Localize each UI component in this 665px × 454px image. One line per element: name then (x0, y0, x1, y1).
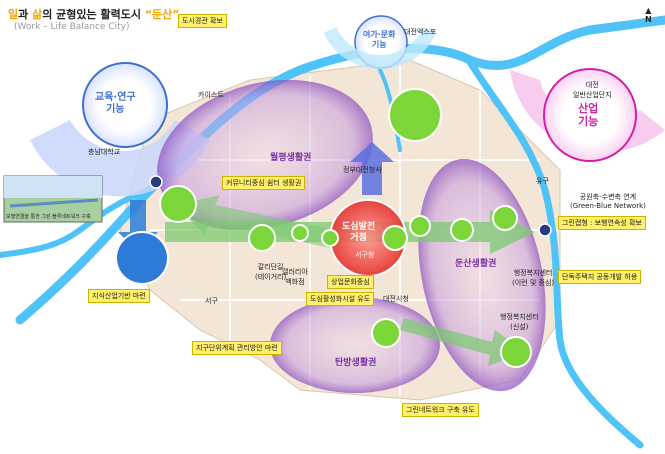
label-urban-infra: 도심활성화시설 유도 (306, 292, 375, 306)
north-icon: ▲N (645, 6, 652, 24)
north-label: N (645, 15, 652, 24)
blue-arrow (350, 142, 394, 195)
page-subtitle: (Work – Life Balance City) (14, 22, 130, 32)
zone-tanbang (270, 297, 440, 393)
leisure-arc (323, 26, 437, 70)
river-main (15, 15, 665, 325)
place-daejeon-cityhall: 대전시청 (383, 295, 409, 303)
green-nodes (159, 88, 532, 368)
title-prefix-1: 일 (8, 8, 19, 21)
label-single-housing: 단독주택지 공동개발 허용 (558, 270, 642, 284)
nav-dot-west (149, 175, 163, 189)
page-title: 일과 삶의 균형있는 활력도시 “둔산” (8, 6, 179, 22)
title-highlight: “둔산” (144, 8, 180, 21)
place-chungnam-univ: 충남대학교 (88, 148, 121, 156)
title-prefix-2: 삶 (32, 8, 43, 21)
green-arrow-se (400, 318, 525, 366)
place-yugu: 유구 (536, 177, 549, 185)
education-circle (82, 62, 168, 148)
zone-label-wolpyeong: 월평생활권 (270, 153, 312, 163)
label-green-cap: 그린캡형 : 보행연속성 확보 (558, 216, 646, 230)
river-west (0, 187, 153, 258)
place-admin-center-1: 행정복지센터 (이런 및 중심) (512, 269, 555, 287)
place-seogu: 서구 (205, 297, 218, 305)
core-label: 도심발전 거점 (342, 222, 376, 243)
river-east (466, 58, 644, 449)
place-daejeon-expo: 대전엑스포 (404, 28, 437, 36)
zone-label-tanbang: 탄방생활권 (335, 358, 377, 368)
place-government: 정부대전청사 (343, 166, 382, 174)
label-district-plan: 지구단위계획 관리방안 마련 (192, 341, 282, 355)
industry-circle (543, 68, 637, 162)
place-gallery: 갤러리아 백화점 (282, 268, 308, 286)
place-admin-center-2: 행정복지센터 (신설) (500, 313, 539, 331)
label-green-network-guide: 그린네트워크 구축 유도 (402, 403, 479, 417)
label-knowledge: 지식산업기반 마련 (88, 289, 150, 303)
zone-label-dunsan: 둔산생활권 (455, 259, 497, 269)
place-daejeon-industrial: 대전 일반산업단지 (573, 81, 612, 99)
education-function-label: 교육·연구 기능 (95, 92, 136, 115)
core-sub-label: 서구청 (355, 251, 375, 259)
label-commerce: 상업문화중심 (327, 275, 374, 289)
label-landscape: 도시경관 확보 (178, 14, 227, 28)
title-text-1: 과 (18, 8, 33, 21)
blue-node (115, 231, 169, 285)
place-galli: 갈리단길 (테이거리) (255, 263, 287, 281)
zone-wolpyeong (157, 79, 373, 231)
leisure-function-label: 여가·문화 기능 (363, 30, 396, 49)
industry-function-label: 산업 기능 (578, 102, 599, 128)
nav-dot-east (538, 223, 552, 237)
place-kaist: 카이스트 (198, 91, 224, 99)
title-text-2: 의 균형있는 활력도시 (42, 8, 145, 21)
place-green-blue: 공원축-수변축 연계 (Green-Blue Network) (570, 193, 646, 210)
photo-caption: 보행연결을 통한 그린·블루네트워크 구축 (6, 214, 91, 220)
label-community: 커뮤니티중심 쉼터 생활권 (222, 176, 306, 190)
